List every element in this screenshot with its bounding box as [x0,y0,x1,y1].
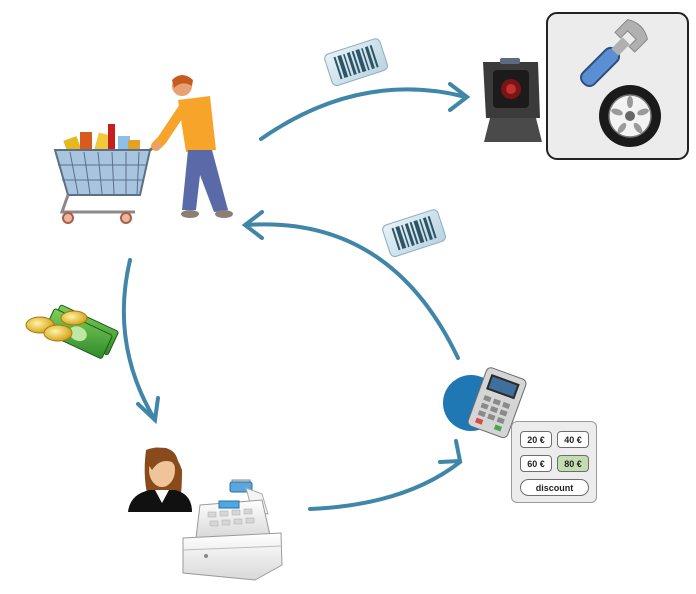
barcode-scanner-icon [483,58,542,142]
amount-60-button[interactable]: 60 € [520,455,552,472]
arrowhead-cashier [136,396,160,425]
cash-coins-icon [25,304,119,359]
barcode-label-right [382,209,446,258]
amount-80-button[interactable]: 80 € [557,455,589,472]
amount-20-button[interactable]: 20 € [520,431,552,448]
wrench-tire-icon [546,12,689,160]
shopping-cart-icon [53,75,233,224]
arrow-cart-to-cashier [121,258,157,422]
arrowhead-terminal [438,439,463,464]
discount-button[interactable]: discount [520,479,589,496]
arrowhead-cart [241,210,264,240]
arrowhead-scanner [448,82,471,112]
card-terminal-icon [443,367,527,439]
cashier-icon [128,447,192,512]
arrow-register-to-terminal [308,460,462,511]
arrow-terminal-to-cart [244,222,460,360]
amount-selection-panel: 20 € 40 € 60 € 80 € discount [511,421,597,503]
barcode-label-top [324,38,388,87]
arrow-cart-to-scanner [259,87,468,141]
amount-40-button[interactable]: 40 € [557,431,589,448]
cash-register-icon [182,479,283,581]
